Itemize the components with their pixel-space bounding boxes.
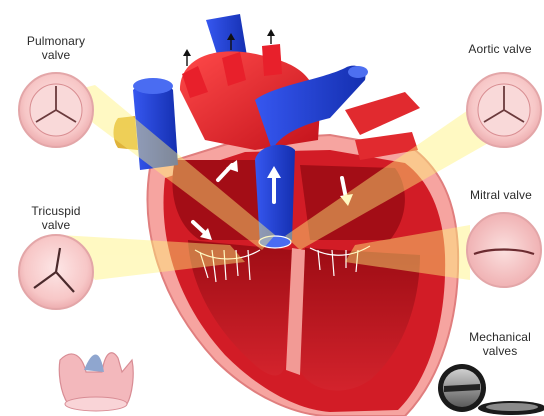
svc-opening [133, 78, 173, 94]
bioprosthetic-ring [65, 397, 127, 411]
aortic-label-text: Aortic valve [456, 42, 544, 56]
aortic-valve-label: Aortic valve [456, 42, 544, 56]
mitral-valve-figure [467, 213, 541, 287]
arrow-up-icon [267, 29, 275, 36]
pulmonary-label-line2: valve [10, 48, 102, 62]
mechanical-valves-label: Mechanical valves [456, 330, 544, 358]
pulmonary-valve-label: Pulmonary valve [10, 34, 102, 62]
mitral-label-text: Mitral valve [458, 188, 544, 202]
tricuspid-label-line2: valve [10, 218, 102, 232]
mechanical-label-line2: valves [456, 344, 544, 358]
tricuspid-valve-figure [19, 235, 93, 309]
tricuspid-valve-label: Tricuspid valve [10, 204, 102, 232]
bioprosthetic-cusp [84, 355, 104, 373]
pulmonary-opening [348, 66, 368, 78]
pulmonary-label-line1: Pulmonary [10, 34, 102, 48]
pulmonary-valve-figure [19, 73, 93, 147]
bioprosthetic-valve [59, 353, 133, 411]
tricuspid-label-line1: Tricuspid [10, 204, 102, 218]
pulmonary-vein-right-upper [345, 92, 420, 135]
mechanical-label-line1: Mechanical [456, 330, 544, 344]
arrow-up-icon [183, 49, 191, 56]
mitral-valve-label: Mitral valve [458, 188, 544, 202]
mechanical-valves-figure [438, 364, 544, 415]
aorta-branch-3 [262, 44, 282, 76]
aortic-valve-figure [467, 73, 541, 147]
